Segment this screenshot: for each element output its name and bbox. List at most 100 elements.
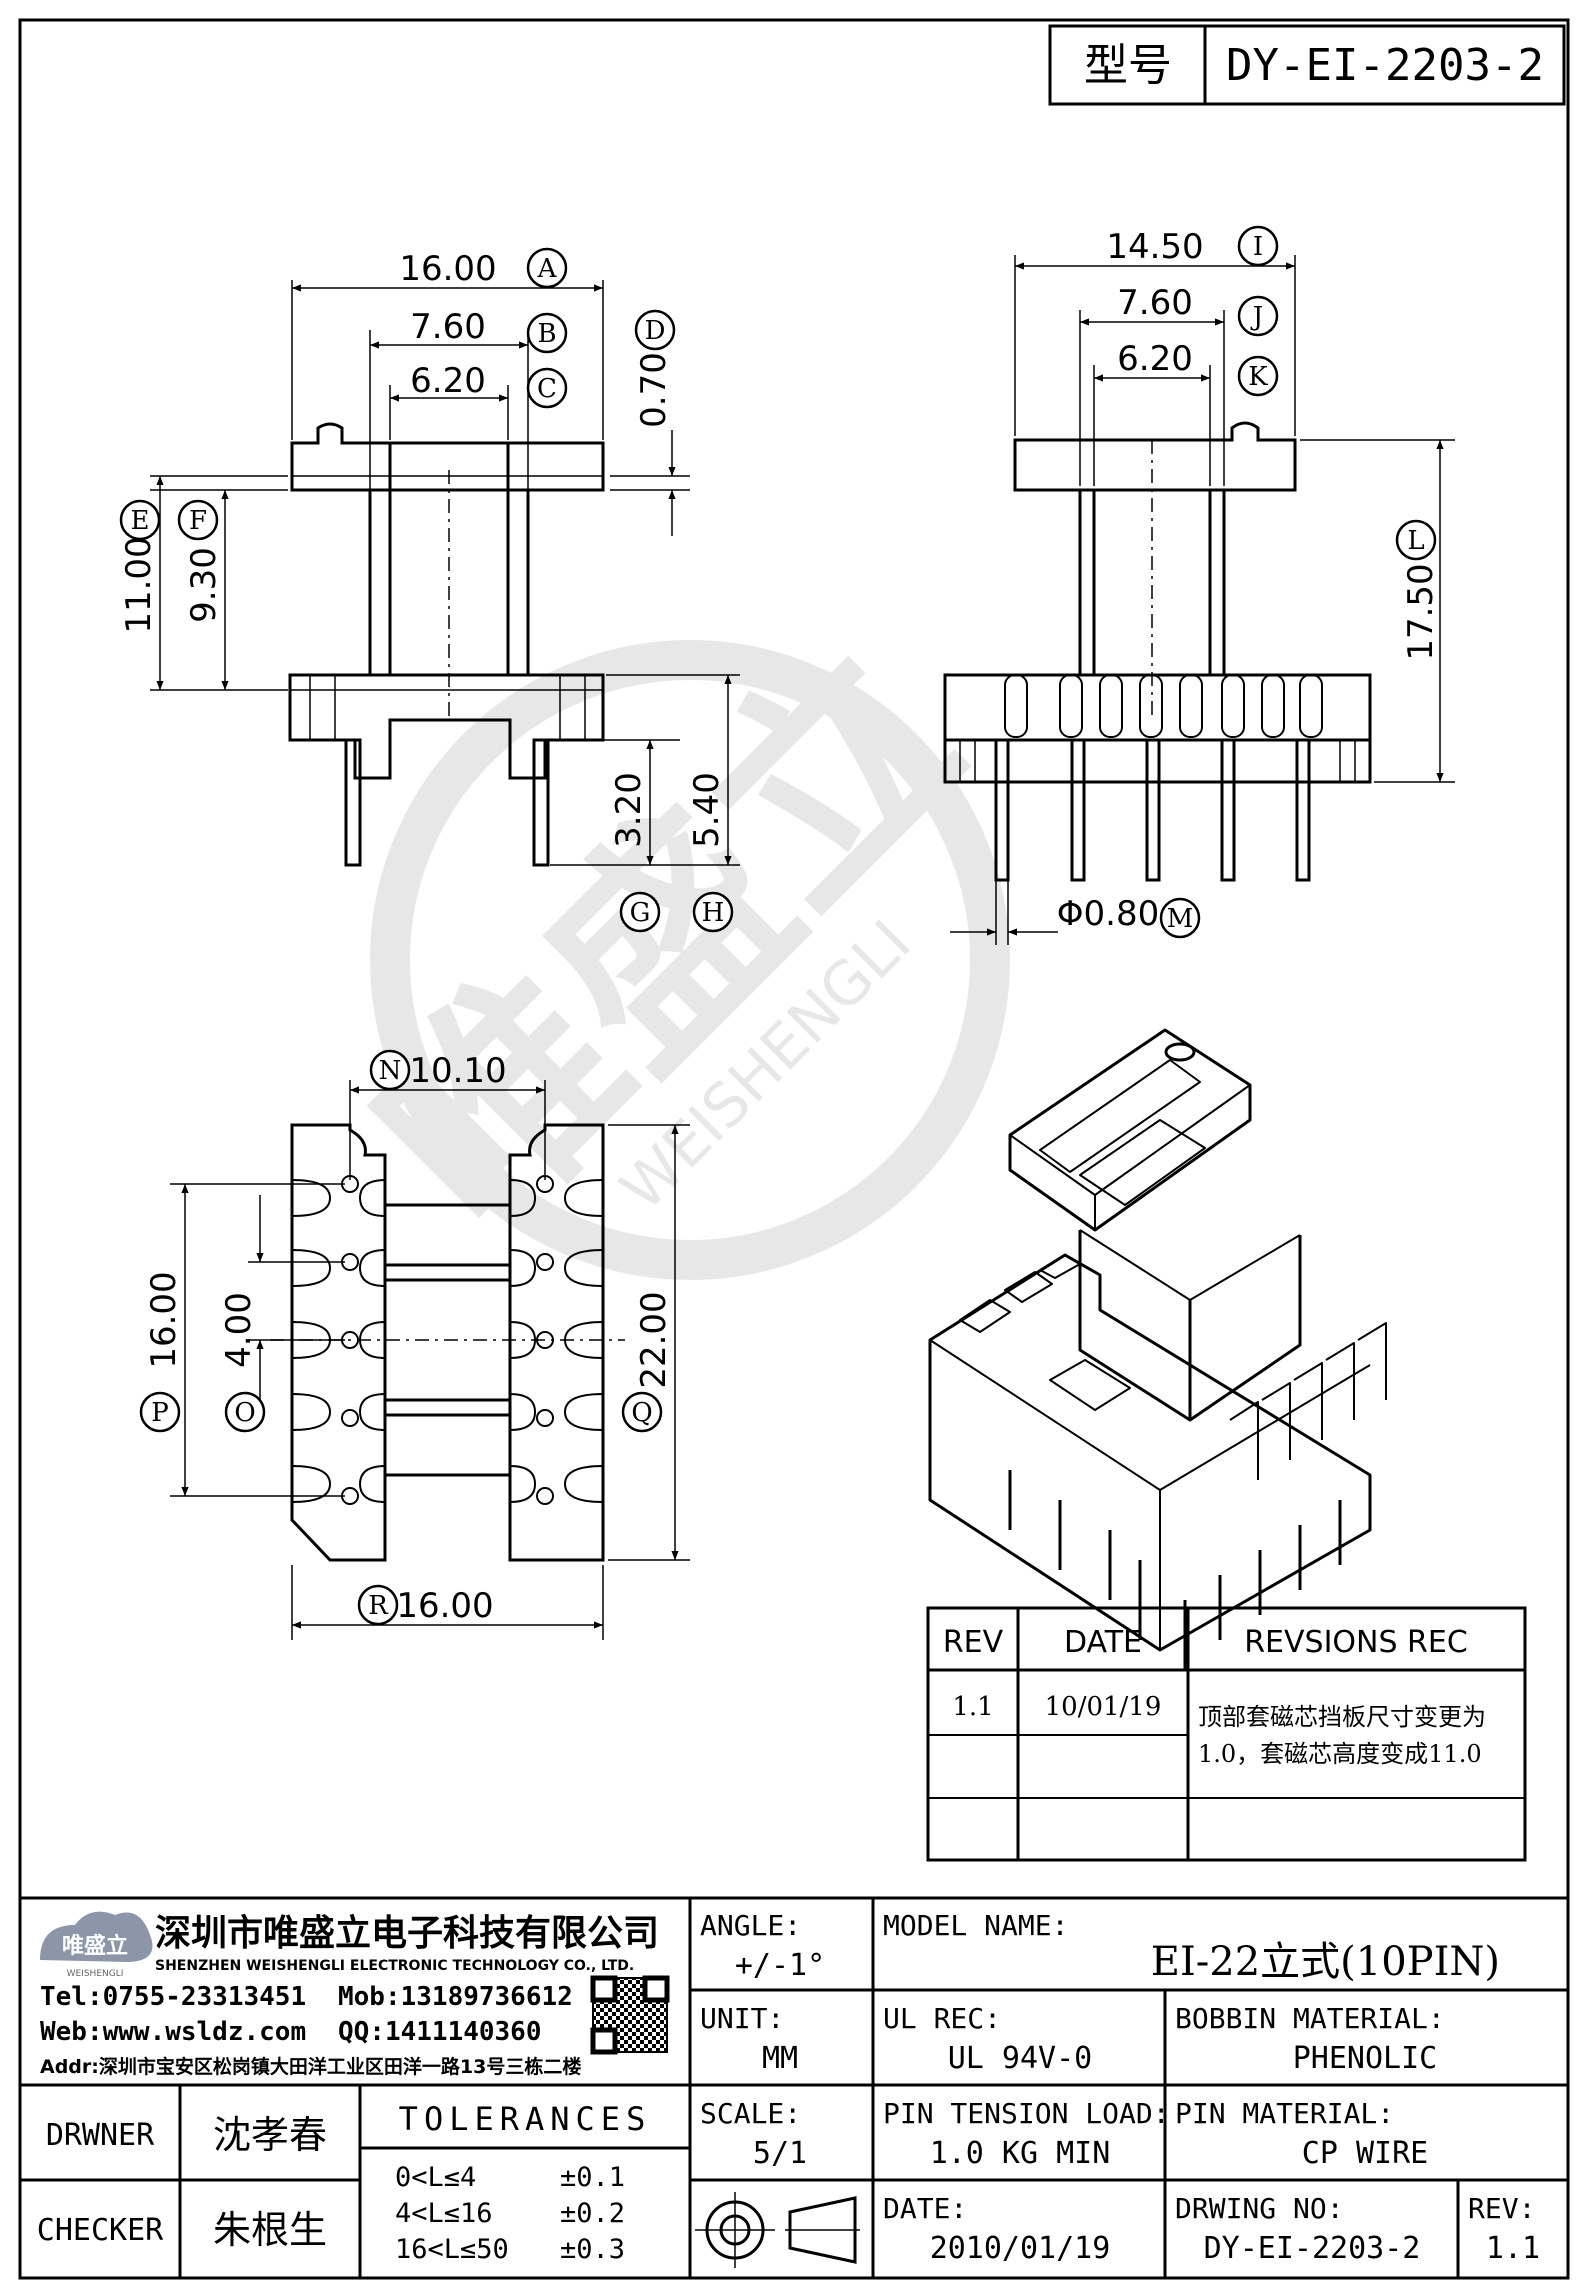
revision-table	[926, 1606, 1527, 1862]
svg-text:L: L	[1407, 526, 1424, 556]
svg-text:5.40: 5.40	[687, 772, 727, 848]
company-logo-icon: 唯盛立 WEISHENGLI	[40, 1911, 153, 1979]
svg-text:7.60: 7.60	[1117, 283, 1193, 323]
company-name-cn: 深圳市唯盛立电子科技有限公司	[155, 1913, 659, 1954]
drawner-label: DRWNER	[46, 2118, 155, 2153]
company-mob: Mob:13189736612	[338, 1982, 573, 2012]
tol-value-2: ±0.2	[560, 2198, 625, 2229]
bottom-view-dimensions	[170, 1080, 690, 1640]
rec-cell-line2: 1.0，套磁芯高度变成11.0	[1198, 1740, 1482, 1768]
front-view-dimensions	[150, 280, 740, 866]
pin-tension-value: 1.0 KG MIN	[930, 2136, 1111, 2171]
model-name-value: EI-22立式(10PIN)	[1151, 1939, 1500, 1985]
model-label: 型号	[1084, 40, 1172, 91]
drawing-no-value: DY-EI-2203-2	[1204, 2231, 1421, 2266]
svg-text:K: K	[1248, 362, 1268, 392]
scale-label: SCALE:	[700, 2097, 801, 2130]
tol-value-1: ±0.1	[560, 2162, 625, 2193]
svg-text:A: A	[537, 254, 558, 284]
svg-text:E: E	[131, 506, 150, 536]
rev-label: REV:	[1468, 2192, 1535, 2225]
model-number-box: 型号 DY-EI-2203-2	[1048, 24, 1566, 106]
angle-value: +/-1°	[735, 1948, 825, 1983]
svg-text:22.00: 22.00	[634, 1291, 674, 1388]
angle-label: ANGLE:	[700, 1909, 801, 1942]
pin-tension-label: PIN TENSION LOAD:	[883, 2097, 1170, 2130]
pin-material-label: PIN MATERIAL:	[1175, 2097, 1394, 2130]
side-view	[943, 421, 1372, 882]
side-view-callouts: I J K L M	[1159, 225, 1437, 939]
svg-text:Q: Q	[631, 1398, 652, 1428]
company-addr: Addr:深圳市宝安区松岗镇大田洋工业区田洋一路13号三栋二楼	[40, 2055, 581, 2078]
svg-text:4.00: 4.00	[219, 1292, 259, 1368]
svg-text:M: M	[1167, 904, 1194, 934]
side-view-labels: 14.50 7.60 6.20 17.50 Φ0.80	[1057, 227, 1441, 934]
svg-text:I: I	[1253, 232, 1263, 262]
company-qq: QQ:1411140360	[338, 2017, 542, 2047]
front-view-labels: 16.00 7.60 6.20 0.70 11.00 9.30 3.20 5.4…	[119, 249, 727, 848]
svg-text:16.00: 16.00	[399, 249, 496, 289]
title-block-grid	[20, 1896, 1568, 2278]
sheet-border	[18, 18, 1570, 2280]
tol-value-3: ±0.3	[560, 2234, 625, 2265]
scale-value: 5/1	[753, 2136, 807, 2171]
checker-value: 朱根生	[213, 2208, 327, 2252]
svg-text:N: N	[379, 1056, 402, 1086]
revision-table-text: REV DATE REVSIONS REC 1.1 10/01/19 顶部套磁芯…	[943, 1625, 1486, 1768]
bobbin-value: PHENOLIC	[1293, 2041, 1438, 2076]
company-block: 唯盛立 WEISHENGLI 深圳市唯盛立电子科技有限公司 SHENZHEN W…	[40, 1911, 670, 2078]
svg-text:B: B	[537, 319, 556, 349]
checker-label: CHECKER	[37, 2213, 164, 2248]
svg-text:D: D	[645, 316, 666, 346]
tol-range-1: 0<L≤4	[395, 2162, 476, 2193]
svg-text:6.20: 6.20	[1117, 339, 1193, 379]
svg-text:R: R	[368, 1591, 389, 1621]
company-name-en: SHENZHEN WEISHENGLI ELECTRONIC TECHNOLOG…	[155, 1958, 634, 1974]
rec-header: REVSIONS REC	[1244, 1625, 1468, 1660]
isometric-view	[928, 1028, 1387, 1670]
pin-material-value: CP WIRE	[1302, 2136, 1428, 2171]
svg-text:9.30: 9.30	[184, 547, 224, 623]
company-web: Web:www.wsldz.com	[40, 2017, 306, 2047]
drawing-no-label: DRWING NO:	[1175, 2192, 1344, 2225]
svg-text:6.20: 6.20	[410, 361, 486, 401]
bottom-view-labels: 10.10 16.00 4.00 22.00 16.00	[144, 1051, 674, 1626]
date-value: 2010/01/19	[930, 2231, 1111, 2266]
tolerances-label: TOLERANCES	[399, 2100, 652, 2138]
svg-text:H: H	[702, 898, 725, 928]
svg-text:F: F	[189, 506, 207, 536]
svg-text:J: J	[1250, 302, 1263, 332]
svg-text:3.20: 3.20	[609, 772, 649, 848]
svg-text:10.10: 10.10	[409, 1051, 506, 1091]
signature-block: DRWNER 沈孝春 CHECKER 朱根生 TOLERANCES 0<L≤4 …	[37, 2100, 652, 2265]
svg-text:P: P	[151, 1398, 169, 1428]
company-tel: Tel:0755-23313451	[40, 1982, 306, 2012]
title-fields: ANGLE: +/-1° MODEL NAME: EI-22立式(10PIN) …	[700, 1909, 1540, 2266]
svg-text:16.00: 16.00	[396, 1586, 493, 1626]
svg-text:14.50: 14.50	[1106, 227, 1203, 267]
rev-header: REV	[943, 1625, 1004, 1660]
bottom-view-callouts: N P O Q R	[139, 1049, 663, 1626]
front-view	[288, 422, 605, 867]
date-header: DATE	[1064, 1625, 1142, 1660]
svg-text:11.00: 11.00	[119, 536, 159, 633]
tol-range-3: 16<L≤50	[395, 2234, 509, 2265]
svg-text:16.00: 16.00	[144, 1271, 184, 1368]
bobbin-label: BOBBIN MATERIAL:	[1175, 2002, 1445, 2035]
date-label: DATE:	[883, 2192, 967, 2225]
side-view-dimensions	[950, 255, 1455, 945]
tol-range-2: 4<L≤16	[395, 2198, 493, 2229]
ul-rec-label: UL REC:	[883, 2002, 1001, 2035]
date-cell: 10/01/19	[1045, 1692, 1162, 1722]
model-name-label: MODEL NAME:	[883, 1909, 1068, 1942]
model-value: DY-EI-2203-2	[1226, 40, 1544, 91]
unit-label: UNIT:	[700, 2002, 784, 2035]
unit-value: MM	[762, 2041, 798, 2076]
rec-cell-line1: 顶部套磁芯挡板尺寸变更为	[1198, 1703, 1486, 1731]
svg-text:Φ0.80: Φ0.80	[1057, 894, 1159, 934]
svg-text:唯盛立: 唯盛立	[62, 1933, 128, 1959]
qr-code-icon	[590, 1975, 670, 2055]
watermark: 唯盛立 WEISHENGLI	[331, 601, 1010, 1280]
front-view-callouts: A B C D E F G H	[119, 247, 734, 933]
